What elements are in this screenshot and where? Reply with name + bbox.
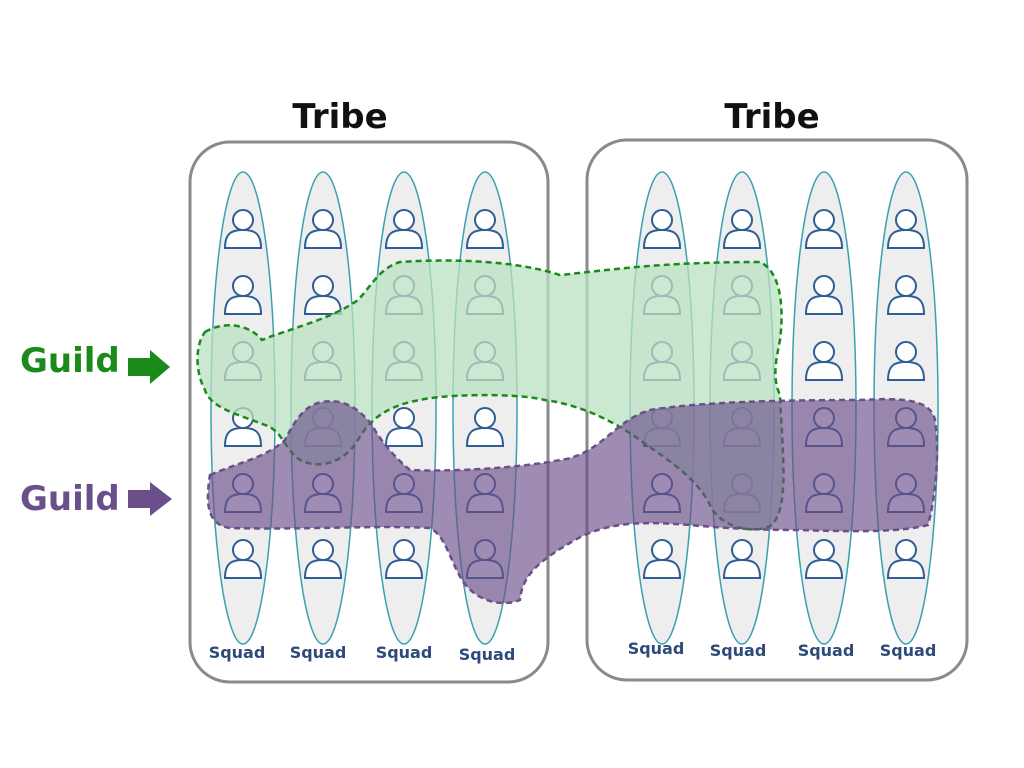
squad-label: Squad (798, 641, 855, 660)
squad-label: Squad (710, 641, 767, 660)
squad-label: Squad (628, 639, 685, 658)
guild-region-green (196, 259, 785, 531)
tribe-title-right: Tribe (724, 97, 819, 137)
tribe-title-left: Tribe (292, 97, 387, 137)
squad-label: Squad (209, 643, 266, 662)
guild-region-purple (206, 397, 939, 605)
arrow-right-icon (128, 350, 170, 384)
guild-label-purple: Guild (20, 479, 120, 519)
squad-label: Squad (459, 645, 516, 664)
guild-label-green: Guild (20, 341, 120, 381)
squad-label: Squad (376, 643, 433, 662)
arrow-right-icon (128, 482, 172, 516)
squad-labels: Squad Squad Squad Squad Squad Squad Squa… (209, 639, 937, 664)
squad-label: Squad (290, 643, 347, 662)
squad-label: Squad (880, 641, 937, 660)
